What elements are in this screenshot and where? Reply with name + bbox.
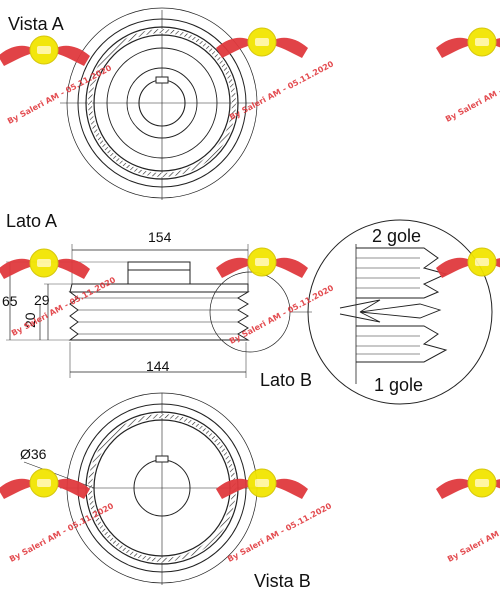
view-a-drawing [60, 7, 258, 200]
groove-detail-drawing [307, 219, 493, 405]
view-b-label: Vista B [254, 571, 311, 591]
dimension-bore-diameter: Ø36 [20, 446, 47, 462]
side-b-label: Lato B [260, 370, 313, 390]
side-a-label: Lato A [6, 211, 58, 231]
detail-grooves-bottom: 1 gole [374, 375, 424, 395]
view-a-label: Vista A [8, 14, 64, 34]
dimension-height-hub: 29 [34, 292, 50, 308]
dimension-height-total: 65 [2, 293, 18, 309]
detail-grooves-top: 2 gole [372, 226, 422, 246]
dimension-width-bottom: 144 [146, 358, 170, 374]
dimension-width-top: 154 [148, 229, 172, 245]
watermark-logos [0, 27, 500, 500]
